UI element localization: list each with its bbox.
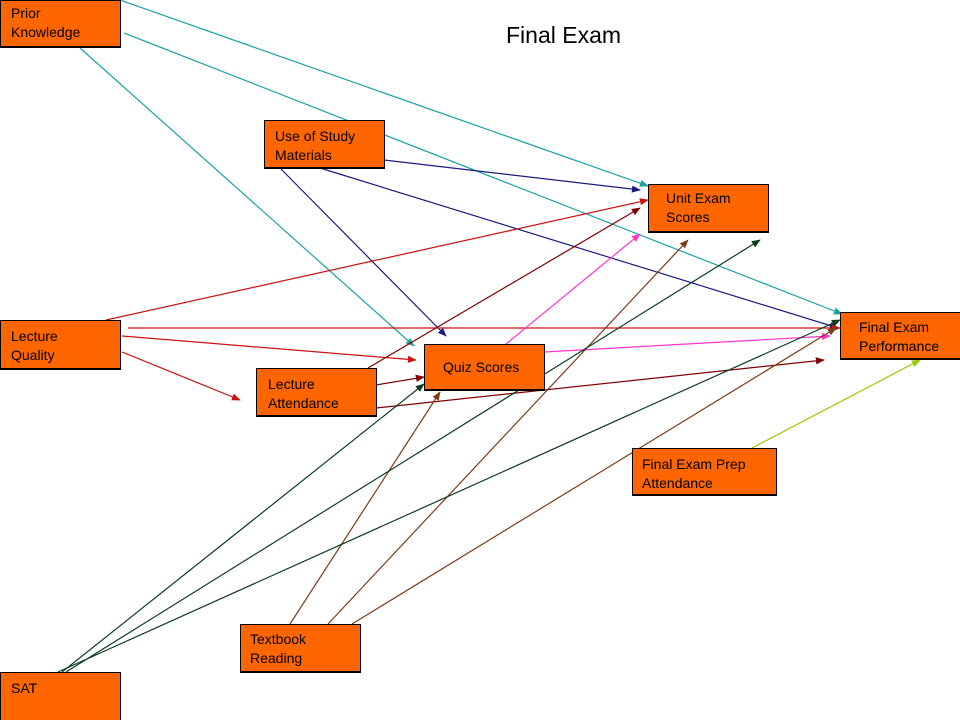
diagram-title: Final Exam xyxy=(506,22,622,48)
edge-sat-to-final-exam-performance xyxy=(57,319,841,673)
edge-lecture-quality-to-quiz-scores xyxy=(121,335,417,363)
edge-quiz-scores-to-unit-exam-scores xyxy=(505,233,641,345)
node-final-exam-prep-attendance[interactable]: Final Exam Prep Attendance xyxy=(632,448,777,496)
edge-lecture-attendance-to-unit-exam-scores xyxy=(367,207,641,369)
node-sat[interactable]: SAT xyxy=(0,672,121,720)
node-lecture-quality[interactable]: Lecture Quality xyxy=(0,320,121,370)
edge-use-of-study-materials-to-quiz-scores xyxy=(279,167,447,337)
edge-use-of-study-materials-to-final-exam-performance xyxy=(319,167,839,330)
node-prior-knowledge[interactable]: Prior Knowledge xyxy=(0,0,121,48)
edge-lecture-attendance-to-quiz-scores xyxy=(375,374,425,386)
edge-sat-to-unit-exam-scores xyxy=(65,239,761,673)
node-textbook-reading[interactable]: Textbook Reading xyxy=(240,624,361,673)
edge-lecture-quality-to-lecture-attendance xyxy=(121,351,241,401)
edge-sat-to-quiz-scores xyxy=(61,383,425,673)
edge-textbook-reading-to-quiz-scores xyxy=(289,391,441,625)
node-final-exam-performance[interactable]: Final Exam Performance xyxy=(840,312,960,360)
edge-textbook-reading-to-unit-exam-scores xyxy=(327,239,689,625)
node-lecture-attendance[interactable]: Lecture Attendance xyxy=(256,368,377,417)
edge-use-of-study-materials-to-unit-exam-scores xyxy=(383,159,641,193)
edge-prior-knowledge-to-quiz-scores xyxy=(79,47,415,347)
edge-textbook-reading-to-final-exam-performance xyxy=(351,327,837,625)
edge-lecture-quality-to-unit-exam-scores xyxy=(105,198,649,321)
node-quiz-scores[interactable]: Quiz Scores xyxy=(424,344,545,391)
node-unit-exam-scores[interactable]: Unit Exam Scores xyxy=(648,184,769,233)
edge-final-exam-prep-attendance-to-final-exam-performance xyxy=(751,359,921,449)
node-use-of-study-materials[interactable]: Use of Study Materials xyxy=(264,120,385,169)
edge-quiz-scores-to-final-exam-performance xyxy=(543,332,831,353)
edge-prior-knowledge-to-unit-exam-scores xyxy=(119,0,649,187)
edge-lecture-attendance-to-final-exam-performance xyxy=(375,357,825,409)
edge-prior-knowledge-to-final-exam-performance xyxy=(123,32,843,315)
